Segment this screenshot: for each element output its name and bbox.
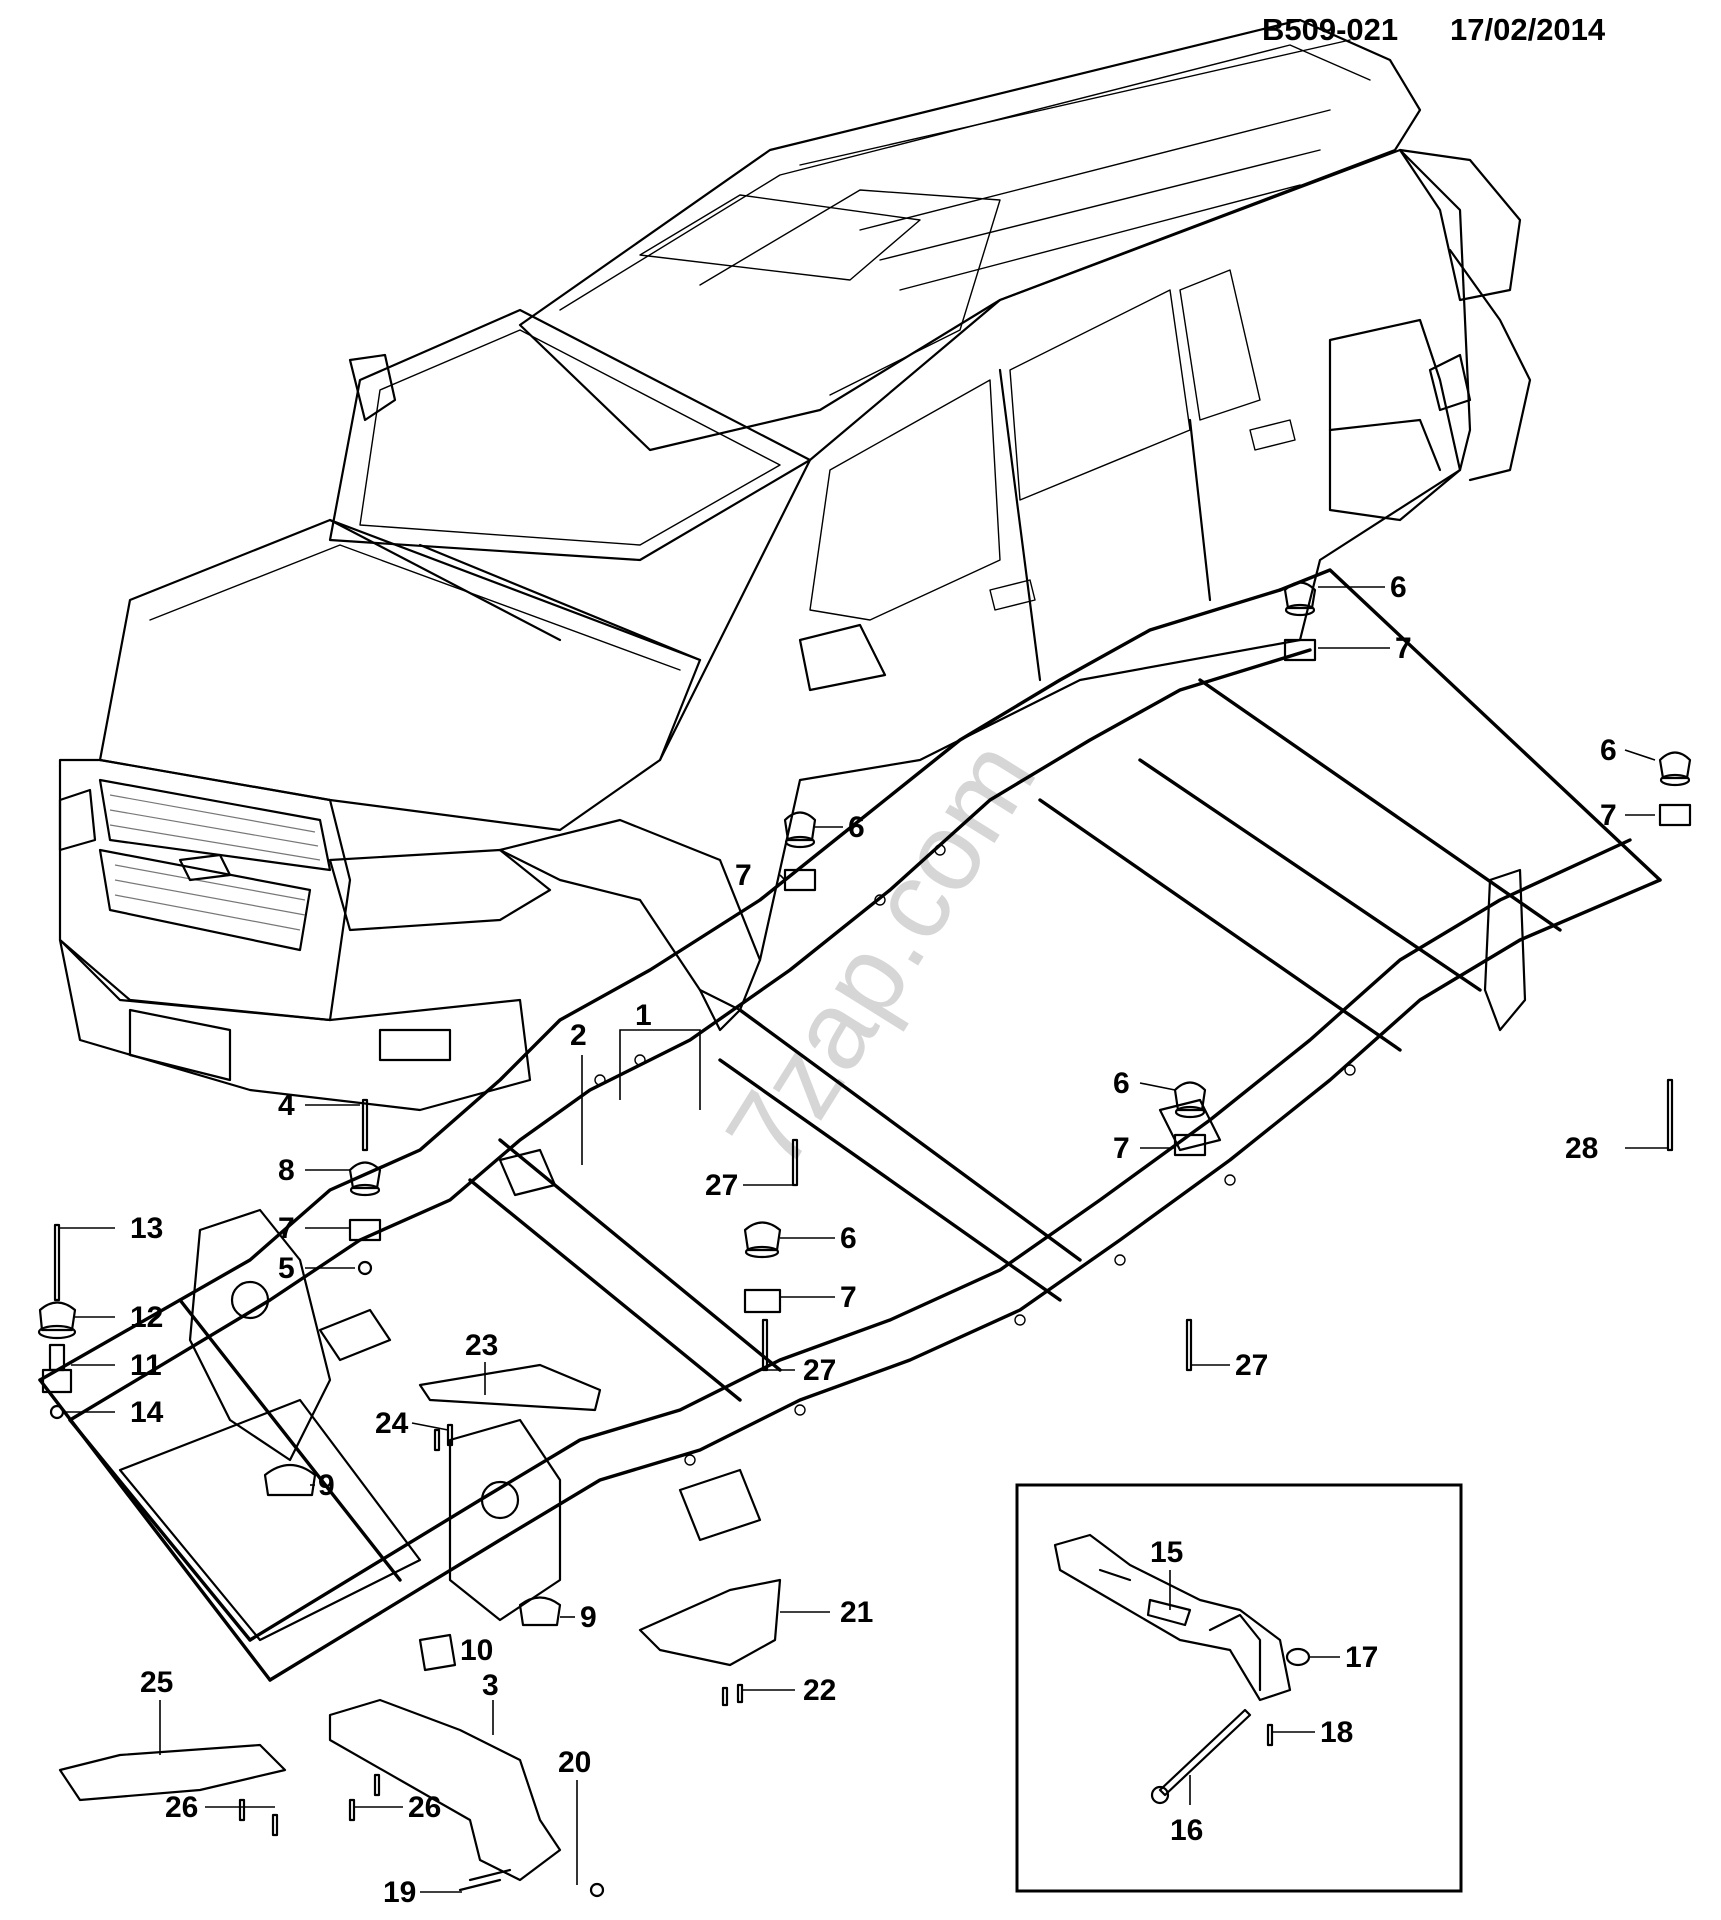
diagram-code: B509-021 [1262,12,1399,47]
callout-5: 5 [278,1252,295,1285]
callout-9-a: 9 [318,1469,335,1502]
callout-numbers: 1 2 3 4 5 6 6 6 6 6 7 7 7 7 7 7 8 9 9 10… [130,571,1617,1909]
callout-28: 28 [1565,1132,1598,1165]
callout-19: 19 [383,1876,416,1909]
callout-15: 15 [1150,1536,1183,1569]
callout-6-a: 6 [1390,571,1407,604]
callout-7-f: 7 [278,1212,295,1245]
callout-14: 14 [130,1396,164,1429]
callout-8: 8 [278,1154,295,1187]
callout-9-b: 9 [580,1601,597,1634]
callout-6-c: 6 [848,811,865,844]
callout-12: 12 [130,1301,163,1334]
callout-7-b: 7 [1600,799,1617,832]
callout-23: 23 [465,1329,498,1362]
inset-detail-box [1015,1483,1463,1893]
callout-7-c: 7 [735,859,752,892]
callout-1: 1 [635,999,652,1032]
callout-7-d: 7 [1113,1132,1130,1165]
callout-6-e: 6 [840,1222,857,1255]
callout-16: 16 [1170,1814,1203,1847]
small-parts-illustration [37,581,1692,1898]
callout-27-b: 27 [803,1354,836,1387]
callout-11: 11 [130,1349,162,1382]
callout-21: 21 [840,1596,873,1629]
callout-20: 20 [558,1746,591,1779]
callout-27-a: 27 [705,1169,738,1202]
callout-3: 3 [482,1669,499,1702]
callout-6-d: 6 [1113,1067,1130,1100]
vehicle-body-illustration [58,18,1532,1112]
callout-26-b: 26 [408,1791,441,1824]
callout-17: 17 [1345,1641,1378,1674]
callout-24: 24 [375,1407,409,1440]
callout-10: 10 [460,1634,493,1667]
callout-13: 13 [130,1212,163,1245]
diagram-date: 17/02/2014 [1450,12,1606,47]
leader-lines [60,586,1668,1893]
callout-2: 2 [570,1019,587,1052]
callout-4: 4 [278,1089,295,1122]
chassis-frame-illustration [38,568,1662,1682]
callout-7-a: 7 [1395,632,1412,665]
callout-27-c: 27 [1235,1349,1268,1382]
callout-25: 25 [140,1666,173,1699]
callout-18: 18 [1320,1716,1353,1749]
callout-22: 22 [803,1674,836,1707]
callout-26-a: 26 [165,1791,198,1824]
callout-6-b: 6 [1600,734,1617,767]
callout-7-e: 7 [840,1281,857,1314]
